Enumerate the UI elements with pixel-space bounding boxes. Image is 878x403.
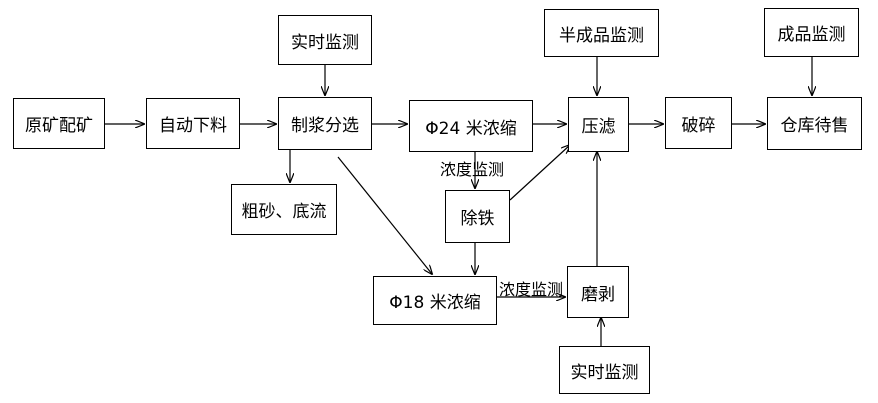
box-auto-feed: 自动下料 <box>146 98 240 149</box>
density-monitor-label-2: 浓度监测 <box>499 280 564 299</box>
box-thickener-18: Φ18 米浓缩 <box>373 276 497 325</box>
box-thickener-24: Φ24 米浓缩 <box>409 100 533 152</box>
box-warehouse: 仓库待售 <box>767 97 862 150</box>
arrow-sort-to-thick18 <box>337 156 432 274</box>
arrow-iron-to-press <box>509 145 570 201</box>
box-grinding: 磨剥 <box>567 266 629 318</box>
box-coarse-sand: 粗砂、底流 <box>231 184 337 235</box>
box-realtime-monitor-top: 实时监测 <box>278 15 372 65</box>
box-iron-removal: 除铁 <box>445 190 510 243</box>
box-slurry-sort: 制浆分选 <box>278 97 372 150</box>
box-product-monitor: 成品监测 <box>764 8 859 57</box>
box-realtime-monitor-bottom: 实时监测 <box>559 346 650 394</box>
box-semi-product-monitor: 半成品监测 <box>544 9 659 57</box>
density-monitor-label-1: 浓度监测 <box>440 160 505 179</box>
box-crush: 破碎 <box>665 97 732 149</box>
box-filter-press: 压滤 <box>568 97 629 152</box>
box-raw-ore: 原矿配矿 <box>13 98 105 149</box>
